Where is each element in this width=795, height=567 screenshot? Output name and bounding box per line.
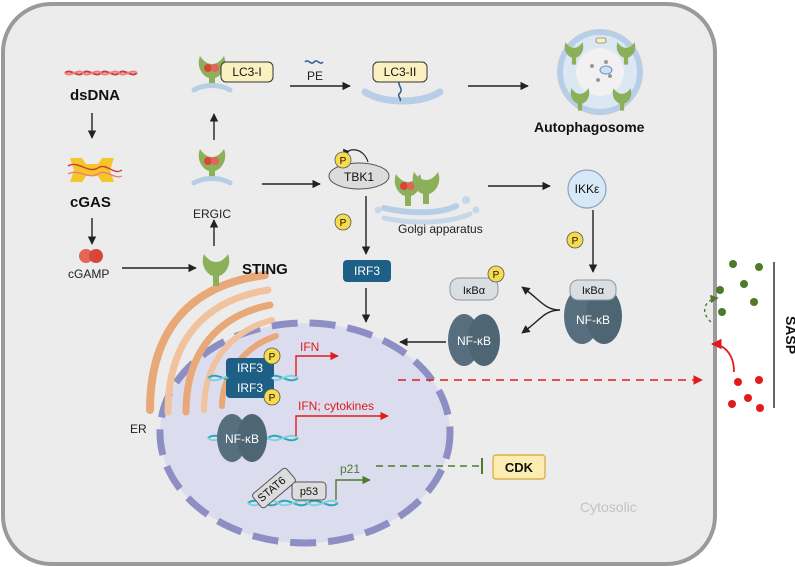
tbk1-label: TBK1 (344, 170, 374, 184)
irf3-nuclear-phospho-top-label: P (269, 352, 276, 363)
ikke-phospho-label: P (572, 236, 579, 247)
ifn-cytokines-label: IFN; cytokines (298, 399, 374, 413)
irf3-nuclear-phospho-bottom-label: P (269, 393, 276, 404)
golgi-label: Golgi apparatus (398, 222, 483, 236)
irf3-nuclear-phospho-top (263, 347, 281, 365)
ikke-label: IKKε (575, 182, 600, 196)
ikba-label-free: IκBα (463, 285, 486, 297)
nfkb-nuclear (217, 414, 267, 462)
pe-label: PE (307, 69, 323, 83)
lc3-ii-box (372, 61, 428, 83)
irf3-nuclear-top-label: IRF3 (237, 361, 263, 375)
cgamp-icon (79, 249, 103, 263)
irf3-label: IRF3 (354, 264, 380, 278)
ikke-circle (567, 169, 607, 209)
irf3-nuclear-bottom (226, 378, 274, 398)
autophagosome-label: Autophagosome (534, 119, 645, 135)
cytosolic-label: Cytosolic (580, 499, 637, 515)
sting-label: STING (242, 261, 288, 278)
dissociation-arrow-top (521, 286, 531, 295)
irf3-phospho-label: P (340, 218, 347, 229)
ikba-label-right: IκBα (582, 285, 605, 297)
irf3-nuclear-top (226, 358, 274, 378)
golgi-apparatus-icon (374, 196, 480, 225)
cgas-icon (67, 158, 123, 182)
nfkb-label-free: NF-κB (457, 334, 491, 348)
ifn-label: IFN (300, 340, 319, 354)
golgi-sting-dimer (394, 174, 422, 206)
ikba-phospho-label: P (493, 270, 500, 281)
ergic-label: ERGIC (193, 207, 231, 221)
irf3-box (343, 260, 391, 282)
sasp-label: SASP (783, 316, 795, 354)
irf3-phospho-badge (334, 213, 352, 231)
cdk-box (492, 454, 546, 480)
phagophore-membrane (361, 88, 444, 105)
lc3-ii-anchor (397, 79, 402, 102)
cgamp-label: cGAMP (68, 267, 109, 281)
stat6-shape (252, 467, 296, 509)
autophagosome-icon (557, 29, 643, 115)
nfkb-free (448, 314, 500, 366)
er-label: ER (130, 422, 147, 436)
sasp-red-arrow (710, 338, 735, 373)
ergic-icon (191, 149, 233, 186)
lc3-i-box (220, 61, 274, 83)
lc3-i-label: LC3-I (232, 65, 261, 79)
p21-label: p21 (340, 462, 360, 476)
cgas-label: cGAS (70, 194, 111, 211)
p53-label: p53 (300, 486, 318, 498)
lc3-i-complex (191, 56, 233, 93)
ifn-transcription-arrow (295, 351, 339, 376)
sasp-green-dots (716, 260, 763, 316)
sasp-green-arrow (703, 294, 719, 323)
ikke-phospho-badge (566, 231, 584, 249)
nfkb-nuclear-label: NF-κB (225, 432, 259, 446)
dissociation-arrow-bottom (521, 325, 531, 334)
dsdna-icon (64, 70, 138, 76)
dsdna-label: dsDNA (70, 87, 120, 104)
tbk1-phospho-badge (334, 151, 352, 169)
p21-transcription-arrow (335, 475, 371, 500)
ikba-phospho-badge (487, 265, 505, 283)
lc3-ii-label: LC3-II (384, 65, 417, 79)
cytokine-transcription-arrow (295, 411, 389, 436)
cdk-label: CDK (505, 460, 534, 475)
irf3-nuclear-phospho-bottom (263, 388, 281, 406)
p53-shape (291, 481, 327, 501)
nfkb-label-right: NF-κB (576, 313, 610, 327)
tbk1-phospho-label: P (340, 156, 347, 167)
irf3-nuclear-bottom-label: IRF3 (237, 381, 263, 395)
sasp-red-dots (728, 376, 764, 412)
ikba-free-box (449, 277, 499, 301)
nfkb-ikba-complex (564, 279, 622, 344)
pe-icon (304, 60, 324, 64)
tbk1-shape (328, 162, 390, 190)
